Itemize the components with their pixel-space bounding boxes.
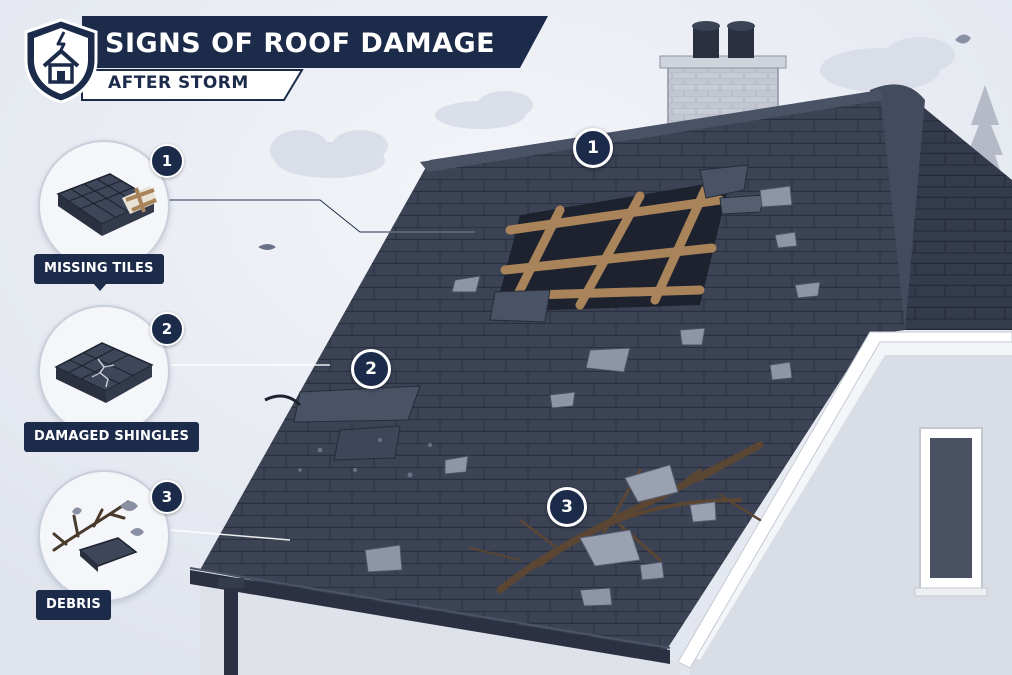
label-pointer <box>93 283 107 291</box>
callout-number-2: 2 <box>150 312 184 346</box>
page-subtitle: AFTER STORM <box>108 73 249 93</box>
missing-tiles-label: MISSING TILES <box>34 254 164 284</box>
title-banner <box>81 16 548 101</box>
missing-tiles-icon <box>56 173 158 236</box>
roof-marker-1: 1 <box>573 128 613 168</box>
debris-panel <box>38 470 170 602</box>
page-title: SIGNS OF ROOF DAMAGE <box>105 28 496 59</box>
damaged-shingles-label: DAMAGED SHINGLES <box>24 422 200 452</box>
roof-marker-3: 3 <box>547 487 587 527</box>
callout-number-1: 1 <box>150 144 184 178</box>
damaged-shingles-panel <box>38 305 170 437</box>
shield-house-icon <box>24 18 98 104</box>
roof-marker-2: 2 <box>351 349 391 389</box>
callout-number-3: 3 <box>150 480 184 514</box>
debris-icon <box>52 500 144 572</box>
debris-label: DEBRIS <box>36 590 111 620</box>
damaged-shingles-icon <box>54 342 154 403</box>
